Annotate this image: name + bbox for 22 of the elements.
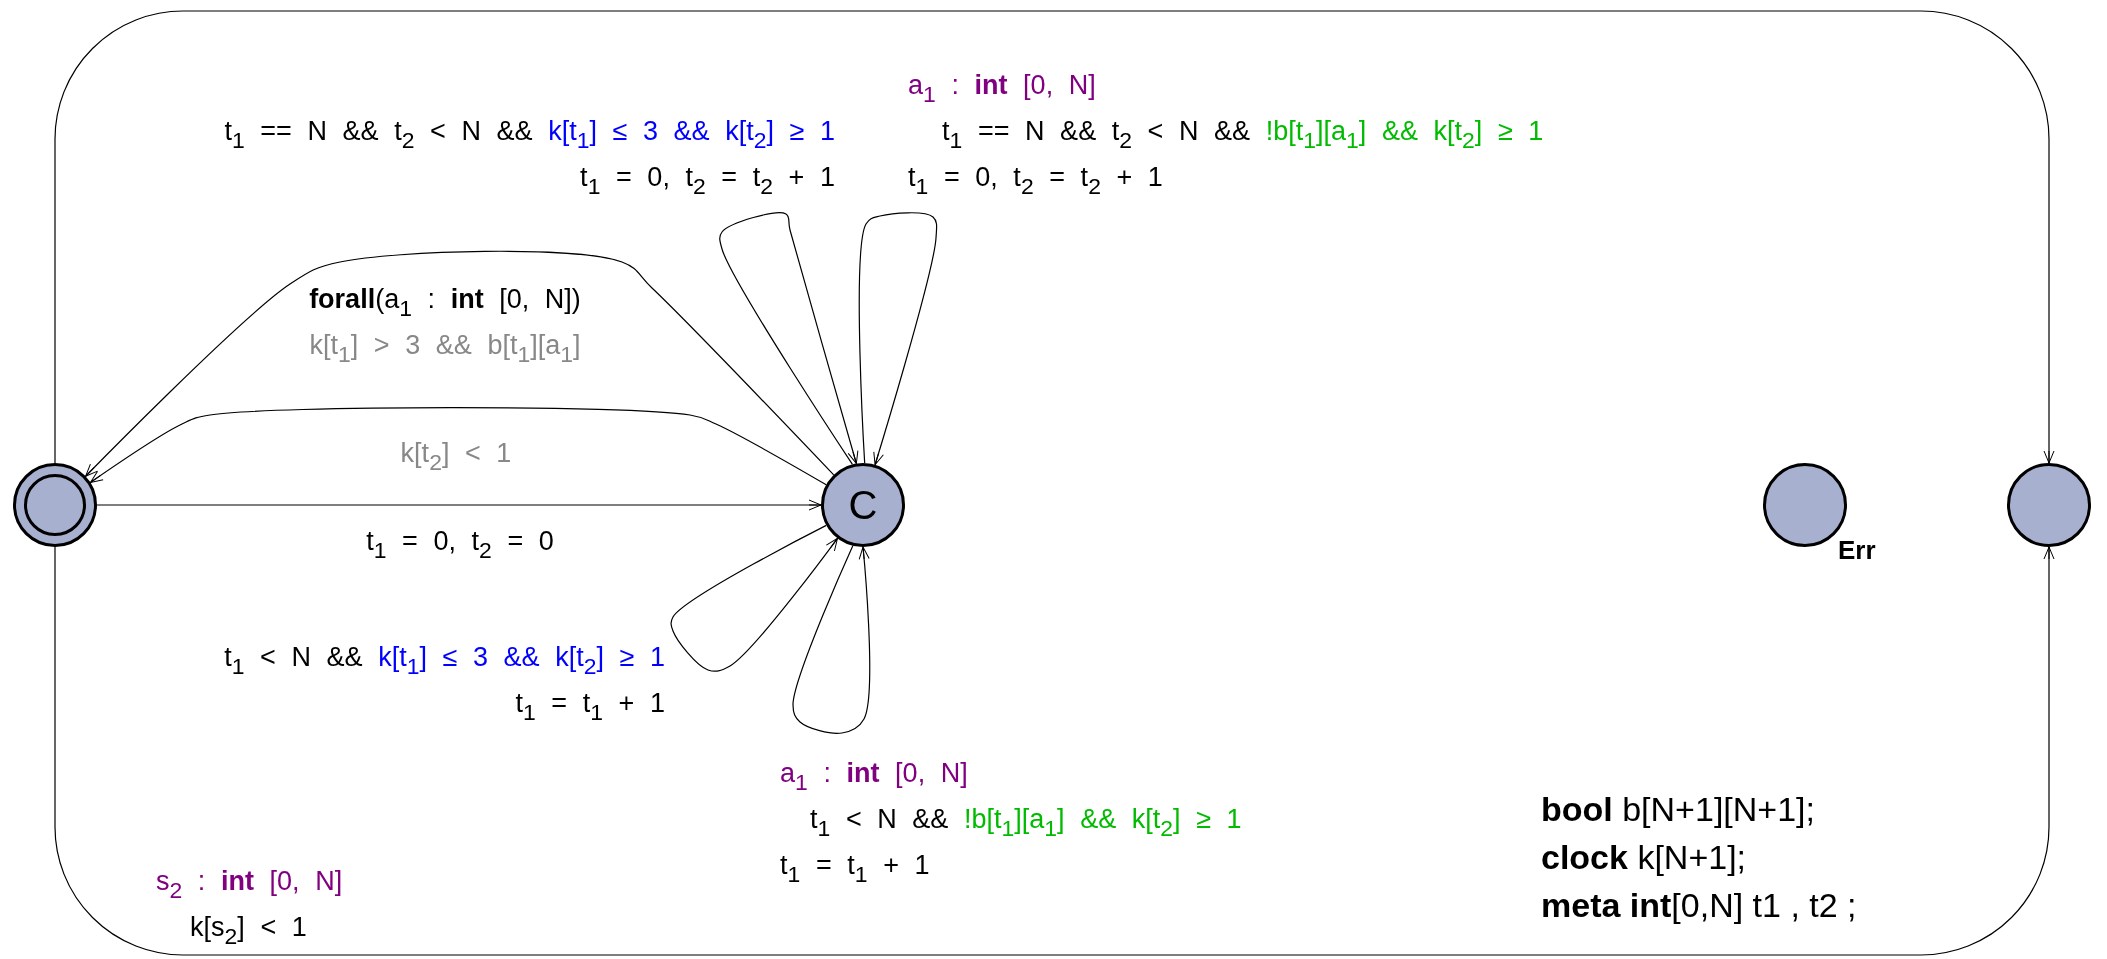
edge-label: s$_{2}$ : int [0, N] k[s$_{2}$] < 1	[156, 865, 344, 950]
committed-location: C	[821, 463, 905, 547]
transition-arrow	[54, 10, 2055, 464]
transition-arrow	[89, 406, 827, 486]
transition-arrow	[54, 546, 2055, 956]
edge-label: forall(a$_{1}$ : int [0, N]) k[t$_{1}$] > 3 && b[t$_{1}$][a$_{1}$]	[308, 283, 582, 368]
transition-arrow	[858, 212, 938, 466]
edge-label: t$_{1}$ = 0, t$_{2}$ = 0	[365, 525, 555, 564]
transition-arrow	[792, 545, 871, 734]
edge-label: t$_{1}$ == N && t$_{2}$ < N && k[t$_{1}$] ≤ 3 && k[t$_{2}$] ≥ 1 t$_{1}$ = 0, t$_{2}$ = t$_{2}$ + 1	[223, 115, 835, 200]
declaration-text: bool b[N+1][N+1];	[1541, 790, 1815, 829]
edge-label: a$_{1}$ : int [0, N] t$_{1}$ == N && t$_{2}$ < N && !b[t$_{1}$][a$_{1}$] && k[t$_{2}$] ≥ 1 t$_{1}$ = 0, t$_{2}$ = t$_{2}$ + 1	[908, 69, 1545, 200]
declaration-text: clock k[N+1];	[1541, 838, 1747, 877]
transition-arrow	[719, 212, 859, 465]
declaration-text: meta int[0,N] t1 , t2 ;	[1541, 886, 1857, 925]
transition-arrow	[85, 250, 835, 477]
edge-label: k[t$_{2}$] < 1	[399, 437, 513, 476]
location-name: Err	[1838, 535, 1876, 566]
edge-label: a$_{1}$ : int [0, N] t$_{1}$ < N && !b[t$_{1}$][a$_{1}$] && k[t$_{2}$] ≥ 1 t$_{1}$ = t$_{1}$ + 1	[780, 757, 1243, 888]
transition-arrow	[96, 499, 822, 511]
transition-arrow	[670, 524, 839, 672]
edge-label: t$_{1}$ < N && k[t$_{1}$] ≤ 3 && k[t$_{2}$] ≥ 1 t$_{1}$ = t$_{1}$ + 1	[223, 641, 665, 726]
